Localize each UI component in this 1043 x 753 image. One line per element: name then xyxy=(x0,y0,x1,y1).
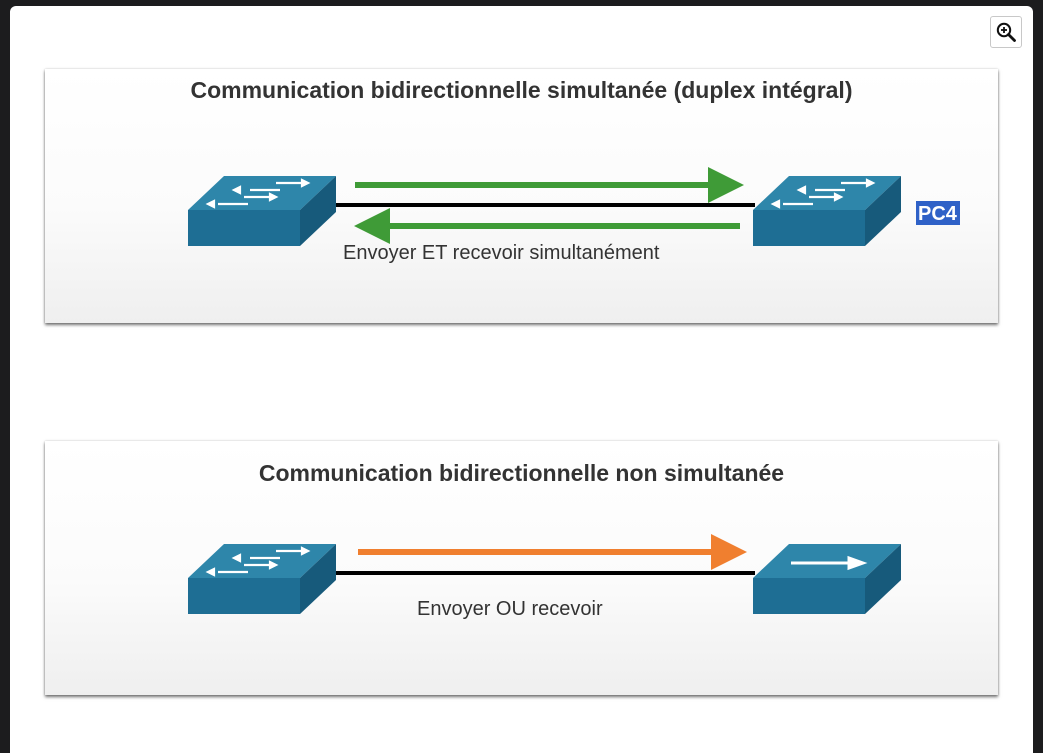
zoom-in-icon xyxy=(996,22,1016,42)
svg-text:PC4: PC4 xyxy=(918,203,958,225)
full-duplex-caption: Envoyer ET recevoir simultanément xyxy=(343,242,660,264)
left-switch-icon xyxy=(188,544,336,614)
right-switch-icon xyxy=(753,544,901,614)
left-switch-icon xyxy=(188,176,336,246)
right-switch-icon xyxy=(753,176,901,246)
full-duplex-diagram: PC4 xyxy=(188,167,960,246)
figure-viewer: Communication bidirectionnelle simultané… xyxy=(10,6,1033,753)
half-duplex-diagram xyxy=(188,534,901,614)
half-duplex-panel: Communication bidirectionnelle non simul… xyxy=(45,441,998,695)
zoom-button[interactable] xyxy=(990,16,1022,48)
full-duplex-panel: Communication bidirectionnelle simultané… xyxy=(45,69,998,323)
full-duplex-title: Communication bidirectionnelle simultané… xyxy=(190,77,853,103)
pc4-label: PC4 xyxy=(916,201,960,225)
half-duplex-title: Communication bidirectionnelle non simul… xyxy=(258,460,785,486)
half-duplex-caption: Envoyer OU recevoir xyxy=(417,598,603,620)
